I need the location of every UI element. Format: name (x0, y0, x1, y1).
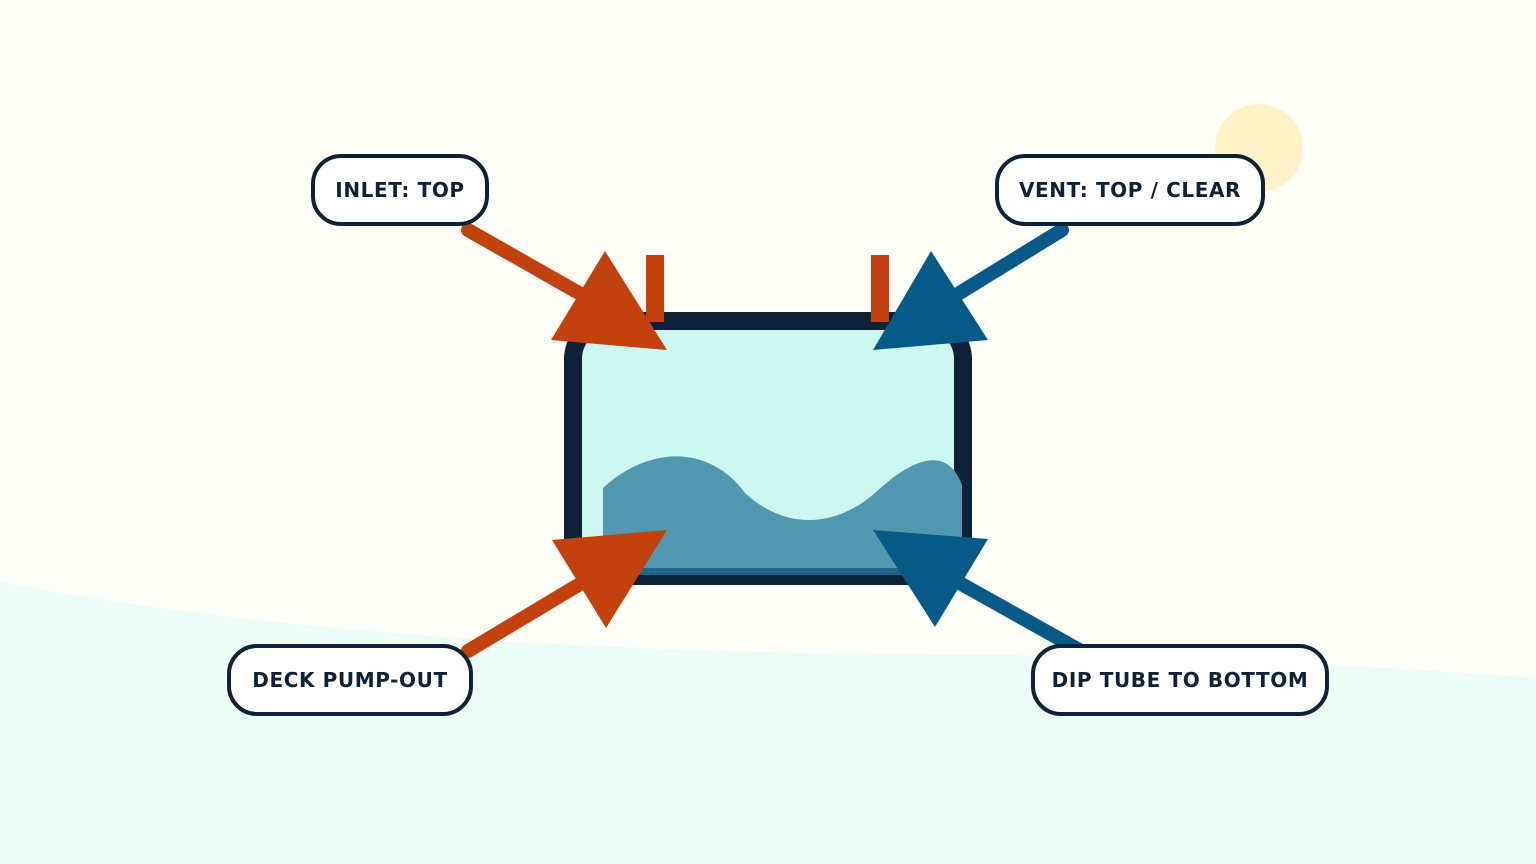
label-dip-tube-text: DIP TUBE TO BOTTOM (1052, 668, 1309, 692)
pump-out-arrowhead (552, 530, 667, 628)
inlet-fitting (646, 255, 664, 322)
label-inlet-box (311, 154, 489, 226)
tank-liquid (603, 456, 962, 573)
vent-fitting (871, 255, 889, 322)
label-inlet: INLET: TOP (311, 154, 489, 226)
pump-out-arrow-shaft (461, 565, 607, 658)
label-vent: VENT: TOP / CLEAR (995, 154, 1265, 226)
label-pump-out-box (227, 644, 473, 716)
dip-tube-arrowhead (873, 530, 988, 627)
label-vent-box (995, 154, 1265, 226)
inlet-arrowhead (551, 251, 667, 350)
tank-liquid-bottom (612, 568, 957, 575)
label-vent-text: VENT: TOP / CLEAR (1019, 178, 1241, 202)
label-pump-out-text: DECK PUMP-OUT (252, 668, 448, 692)
label-dip-tube-box (1031, 644, 1329, 716)
dip-tube-arrow-shaft (933, 565, 1088, 658)
label-pump-out: DECK PUMP-OUT (227, 644, 473, 716)
inlet-arrow-shaft (461, 223, 607, 312)
vent-arrowhead (873, 251, 988, 350)
label-inlet-text: INLET: TOP (335, 178, 464, 202)
label-dip-tube: DIP TUBE TO BOTTOM (1031, 644, 1329, 716)
